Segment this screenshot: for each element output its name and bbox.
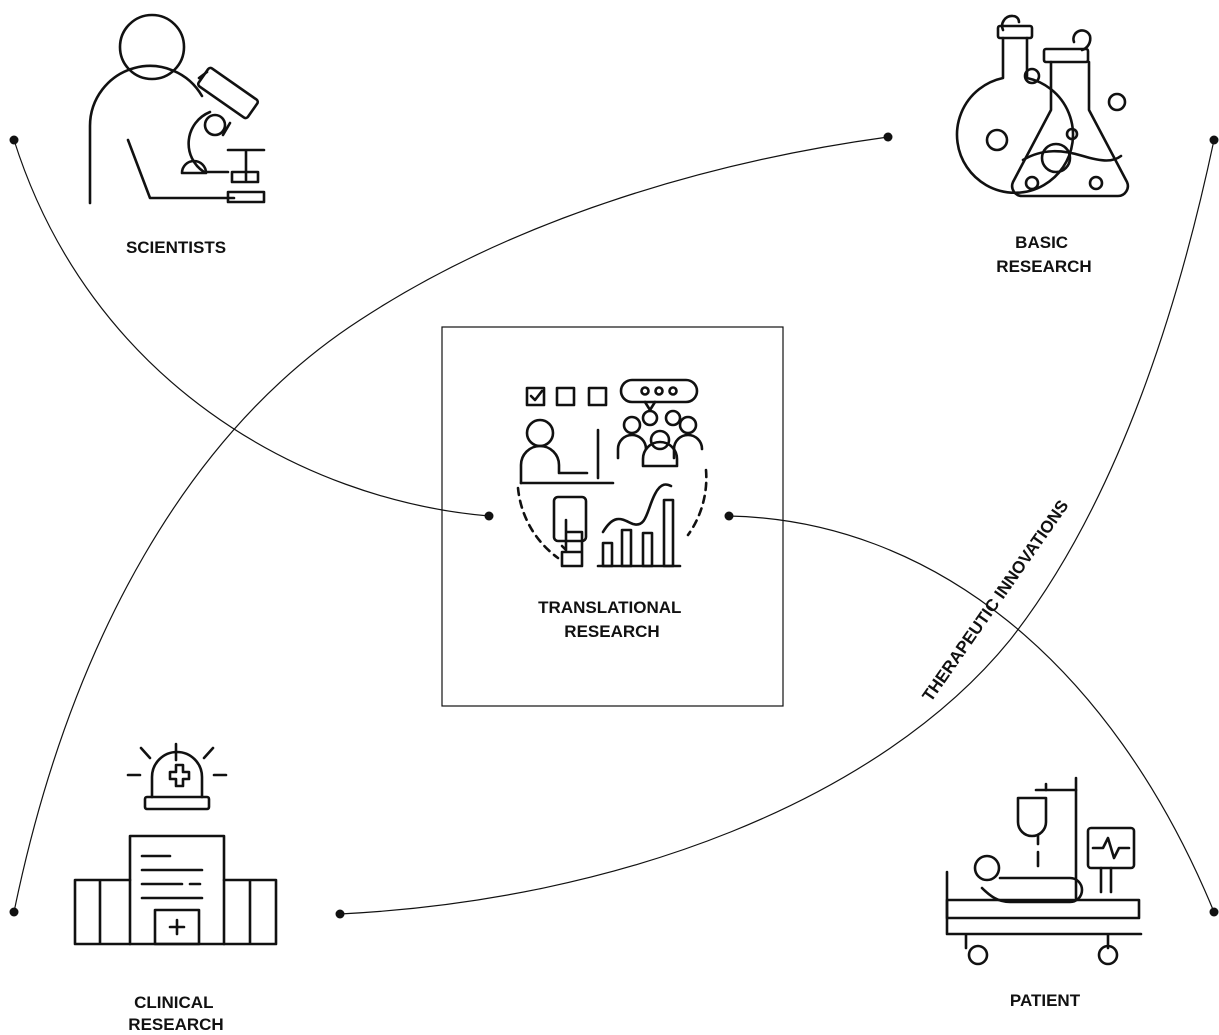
endpoint-dot bbox=[9, 135, 19, 145]
scientists-label: SCIENTISTS bbox=[126, 238, 226, 257]
translational-research-box bbox=[441, 326, 784, 707]
translational-research-label-line: RESEARCH bbox=[564, 622, 659, 641]
hospital-building-icon bbox=[73, 742, 278, 946]
lab-flasks-icon bbox=[955, 14, 1130, 198]
connector-translational-to-patient bbox=[728, 515, 1215, 913]
endpoint-dot bbox=[883, 132, 893, 142]
basic-research-label: BASIC RESEARCH bbox=[996, 233, 1091, 276]
connector-scientists-to-translational bbox=[13, 139, 490, 517]
connector-clinical-to-patient bbox=[339, 139, 1215, 915]
scientist-microscope-icon bbox=[88, 13, 266, 205]
patient-label: PATIENT bbox=[1010, 991, 1081, 1010]
endpoint-dot bbox=[724, 511, 734, 521]
clinical-research-label-line: RESEARCH bbox=[128, 1015, 223, 1034]
translational-research-label-line: TRANSLATIONAL bbox=[538, 598, 681, 617]
translational-research-label: TRANSLATIONAL RESEARCH bbox=[538, 598, 686, 641]
connector-clinical-to-basic bbox=[13, 136, 889, 913]
basic-research-label-line: RESEARCH bbox=[996, 257, 1091, 276]
clinical-research-label: CLINICAL RESEARCH bbox=[128, 993, 223, 1034]
endpoint-dot bbox=[1209, 907, 1219, 917]
endpoint-dot bbox=[1209, 135, 1219, 145]
endpoint-dot bbox=[484, 511, 494, 521]
research-team-analytics-icon bbox=[516, 378, 708, 568]
hospital-bed-patient-icon bbox=[945, 776, 1143, 966]
scientists-label-line: SCIENTISTS bbox=[126, 238, 226, 257]
endpoint-dot bbox=[335, 909, 345, 919]
therapeutic-innovations-label: THERAPEUTIC INNOVATIONS bbox=[919, 497, 1073, 705]
clinical-research-label-line: CLINICAL bbox=[134, 993, 213, 1012]
endpoint-dot bbox=[9, 907, 19, 917]
basic-research-label-line: BASIC bbox=[1015, 233, 1068, 252]
patient-label-line: PATIENT bbox=[1010, 991, 1081, 1010]
